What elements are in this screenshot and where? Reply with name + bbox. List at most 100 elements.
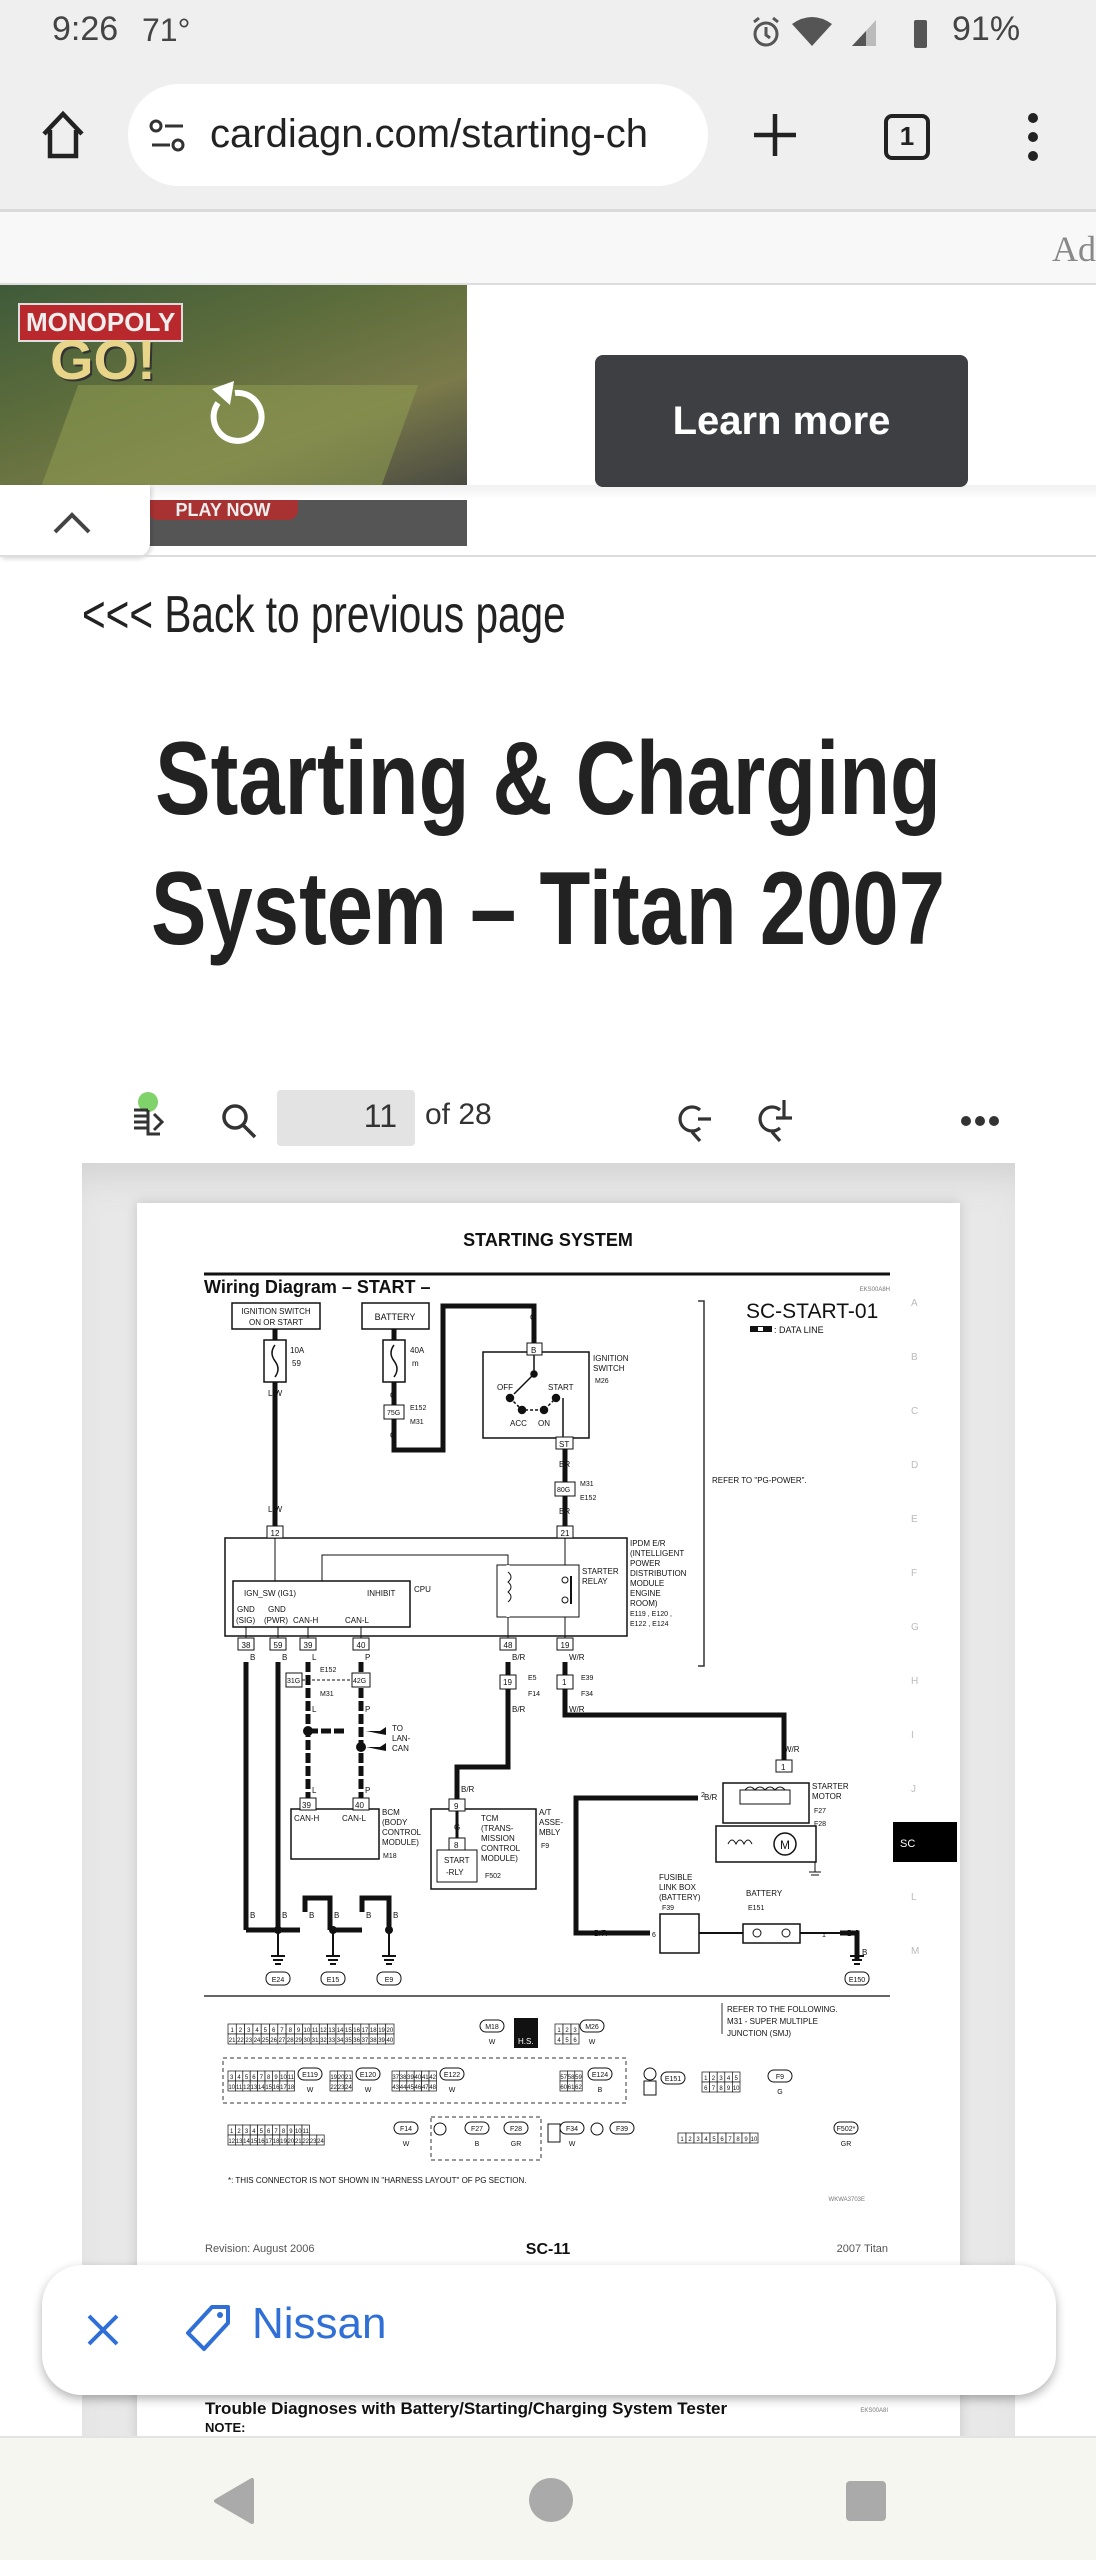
pin-number: 4 xyxy=(237,2075,241,2081)
learn-more-button[interactable]: Learn more xyxy=(595,355,968,487)
pin-number: 37 xyxy=(362,2038,369,2044)
ad-collapse-button[interactable] xyxy=(0,485,150,557)
tag-chip[interactable]: Nissan xyxy=(42,2265,1056,2395)
tab-switcher-button[interactable]: 1 xyxy=(884,114,930,160)
ground-icon xyxy=(271,1930,285,1965)
connector-pin xyxy=(570,2033,580,2045)
pin-number: 2 xyxy=(237,2129,241,2135)
new-tab-icon[interactable] xyxy=(752,112,798,158)
home-nav-icon[interactable] xyxy=(527,2476,575,2524)
ad-label-row: Ad xyxy=(0,212,1096,285)
wire-color: B/R xyxy=(461,1785,475,1794)
pin-number: 23 xyxy=(310,2139,317,2145)
connector-id-badge xyxy=(609,2121,635,2135)
replay-icon[interactable] xyxy=(200,375,270,455)
pin-number: 9 xyxy=(744,2137,748,2143)
pin-number: 16 xyxy=(273,2085,280,2091)
ad-image[interactable]: MONOPOLY GO! xyxy=(0,285,467,485)
footer-page-code: SC-11 xyxy=(526,2241,571,2258)
ground-label: E24 xyxy=(272,1977,285,1984)
diag-label: CAN-L xyxy=(342,1814,367,1823)
zoom-in-icon[interactable] xyxy=(758,1096,800,1142)
diag-label: M31 - SUPER MULTIPLE xyxy=(727,2017,818,2026)
pin-label: 21 xyxy=(561,1529,570,1538)
wire-color: W/R xyxy=(569,1653,585,1662)
ad-divider xyxy=(150,485,1096,499)
code-label: WKWA3703E xyxy=(829,2197,865,2203)
wire-color: B xyxy=(309,1911,314,1920)
temperature: 71° xyxy=(142,12,191,48)
diag-label: STARTER xyxy=(582,1567,619,1576)
pin-number: 4 xyxy=(727,2076,731,2082)
ad-play-now-strip[interactable]: PLAY NOW xyxy=(148,500,467,546)
diag-label: BATTERY xyxy=(746,1889,783,1898)
ipdm-label: ROOM) xyxy=(630,1599,658,1608)
wire-color: B/R xyxy=(704,1793,718,1802)
diag-label: LINK BOX xyxy=(659,1883,697,1892)
wire-color: G xyxy=(390,1431,396,1440)
back-link[interactable]: <<< Back to previous page xyxy=(82,586,566,644)
pin-number: 11 xyxy=(236,2085,243,2091)
wire-color: L xyxy=(312,1653,317,1662)
ground-connector xyxy=(320,1971,346,1986)
diag-label: GND xyxy=(268,1605,286,1614)
menu-icon[interactable] xyxy=(1024,112,1042,162)
pin-number: 24 xyxy=(254,2038,261,2044)
pin-number: 16 xyxy=(353,2028,360,2034)
address-bar[interactable]: cardiagn.com/starting-ch xyxy=(128,84,708,186)
connector-id: E124 xyxy=(592,2072,608,2079)
pin-number: 7 xyxy=(712,2086,716,2092)
pin-number: 10 xyxy=(295,2129,302,2135)
back-icon[interactable] xyxy=(212,2478,256,2524)
pdf-toolbar: 11 of 28 xyxy=(0,1080,1096,1160)
diag-label: ACC xyxy=(510,1419,527,1428)
pin-number: 8 xyxy=(736,2137,740,2143)
pin-number: 1 xyxy=(230,2129,234,2135)
site-settings-icon[interactable] xyxy=(148,118,188,154)
pin-number: 3 xyxy=(247,2028,251,2034)
pin-number: 13 xyxy=(251,2085,258,2091)
pin-number: 9 xyxy=(289,2129,293,2135)
diag-label: OFF xyxy=(497,1383,513,1392)
pin-number: 38 xyxy=(400,2075,407,2081)
ipdm-label: ENGINE xyxy=(630,1589,661,1598)
diag-label: IGNITION xyxy=(593,1354,629,1363)
pin-number: 2 xyxy=(712,2076,716,2082)
diag-label: 40 xyxy=(355,1801,364,1810)
pin-number: 5 xyxy=(264,2028,268,2034)
pin-number: 43 xyxy=(392,2085,399,2091)
diag-label: TO xyxy=(392,1724,403,1733)
zoom-out-icon[interactable] xyxy=(678,1102,718,1142)
ground-icon xyxy=(850,1930,864,1965)
pin-number: 27 xyxy=(279,2038,286,2044)
pin-number: 1 xyxy=(680,2137,684,2143)
diag-label: 10A xyxy=(290,1346,305,1355)
ground-icon xyxy=(382,1930,396,1965)
search-icon[interactable] xyxy=(220,1102,260,1142)
page-number-input[interactable]: 11 xyxy=(277,1090,415,1146)
diag-label: MBLY xyxy=(539,1828,561,1837)
recents-icon[interactable] xyxy=(845,2480,887,2522)
more-options-icon[interactable] xyxy=(960,1114,1000,1128)
pin-number: 17 xyxy=(362,2028,369,2034)
diag-label: CONTROL xyxy=(481,1844,521,1853)
diag-label: m xyxy=(412,1359,419,1368)
wire-color: L xyxy=(312,1786,317,1795)
home-icon[interactable] xyxy=(40,110,86,160)
pin-number: 18 xyxy=(273,2139,280,2145)
pin-number: 10 xyxy=(280,2075,287,2081)
connector-color: W xyxy=(489,2039,496,2046)
pin-number: 21 xyxy=(295,2139,302,2145)
tag-label[interactable]: Nissan xyxy=(252,2299,387,2348)
close-icon[interactable] xyxy=(86,2313,120,2347)
connector-shape xyxy=(643,2080,657,2096)
wire-color: L xyxy=(312,1705,317,1714)
chevron-up-icon xyxy=(53,512,91,534)
url-text[interactable]: cardiagn.com/starting-ch xyxy=(210,112,648,156)
sidebar-toggle-icon[interactable] xyxy=(130,1090,174,1140)
diag-label: BATTERY xyxy=(375,1312,416,1322)
pin-number: 61 xyxy=(568,2085,575,2091)
section-tab xyxy=(893,1822,957,1862)
connector-color: GR xyxy=(511,2141,522,2148)
connector-id-badge xyxy=(503,2121,529,2135)
